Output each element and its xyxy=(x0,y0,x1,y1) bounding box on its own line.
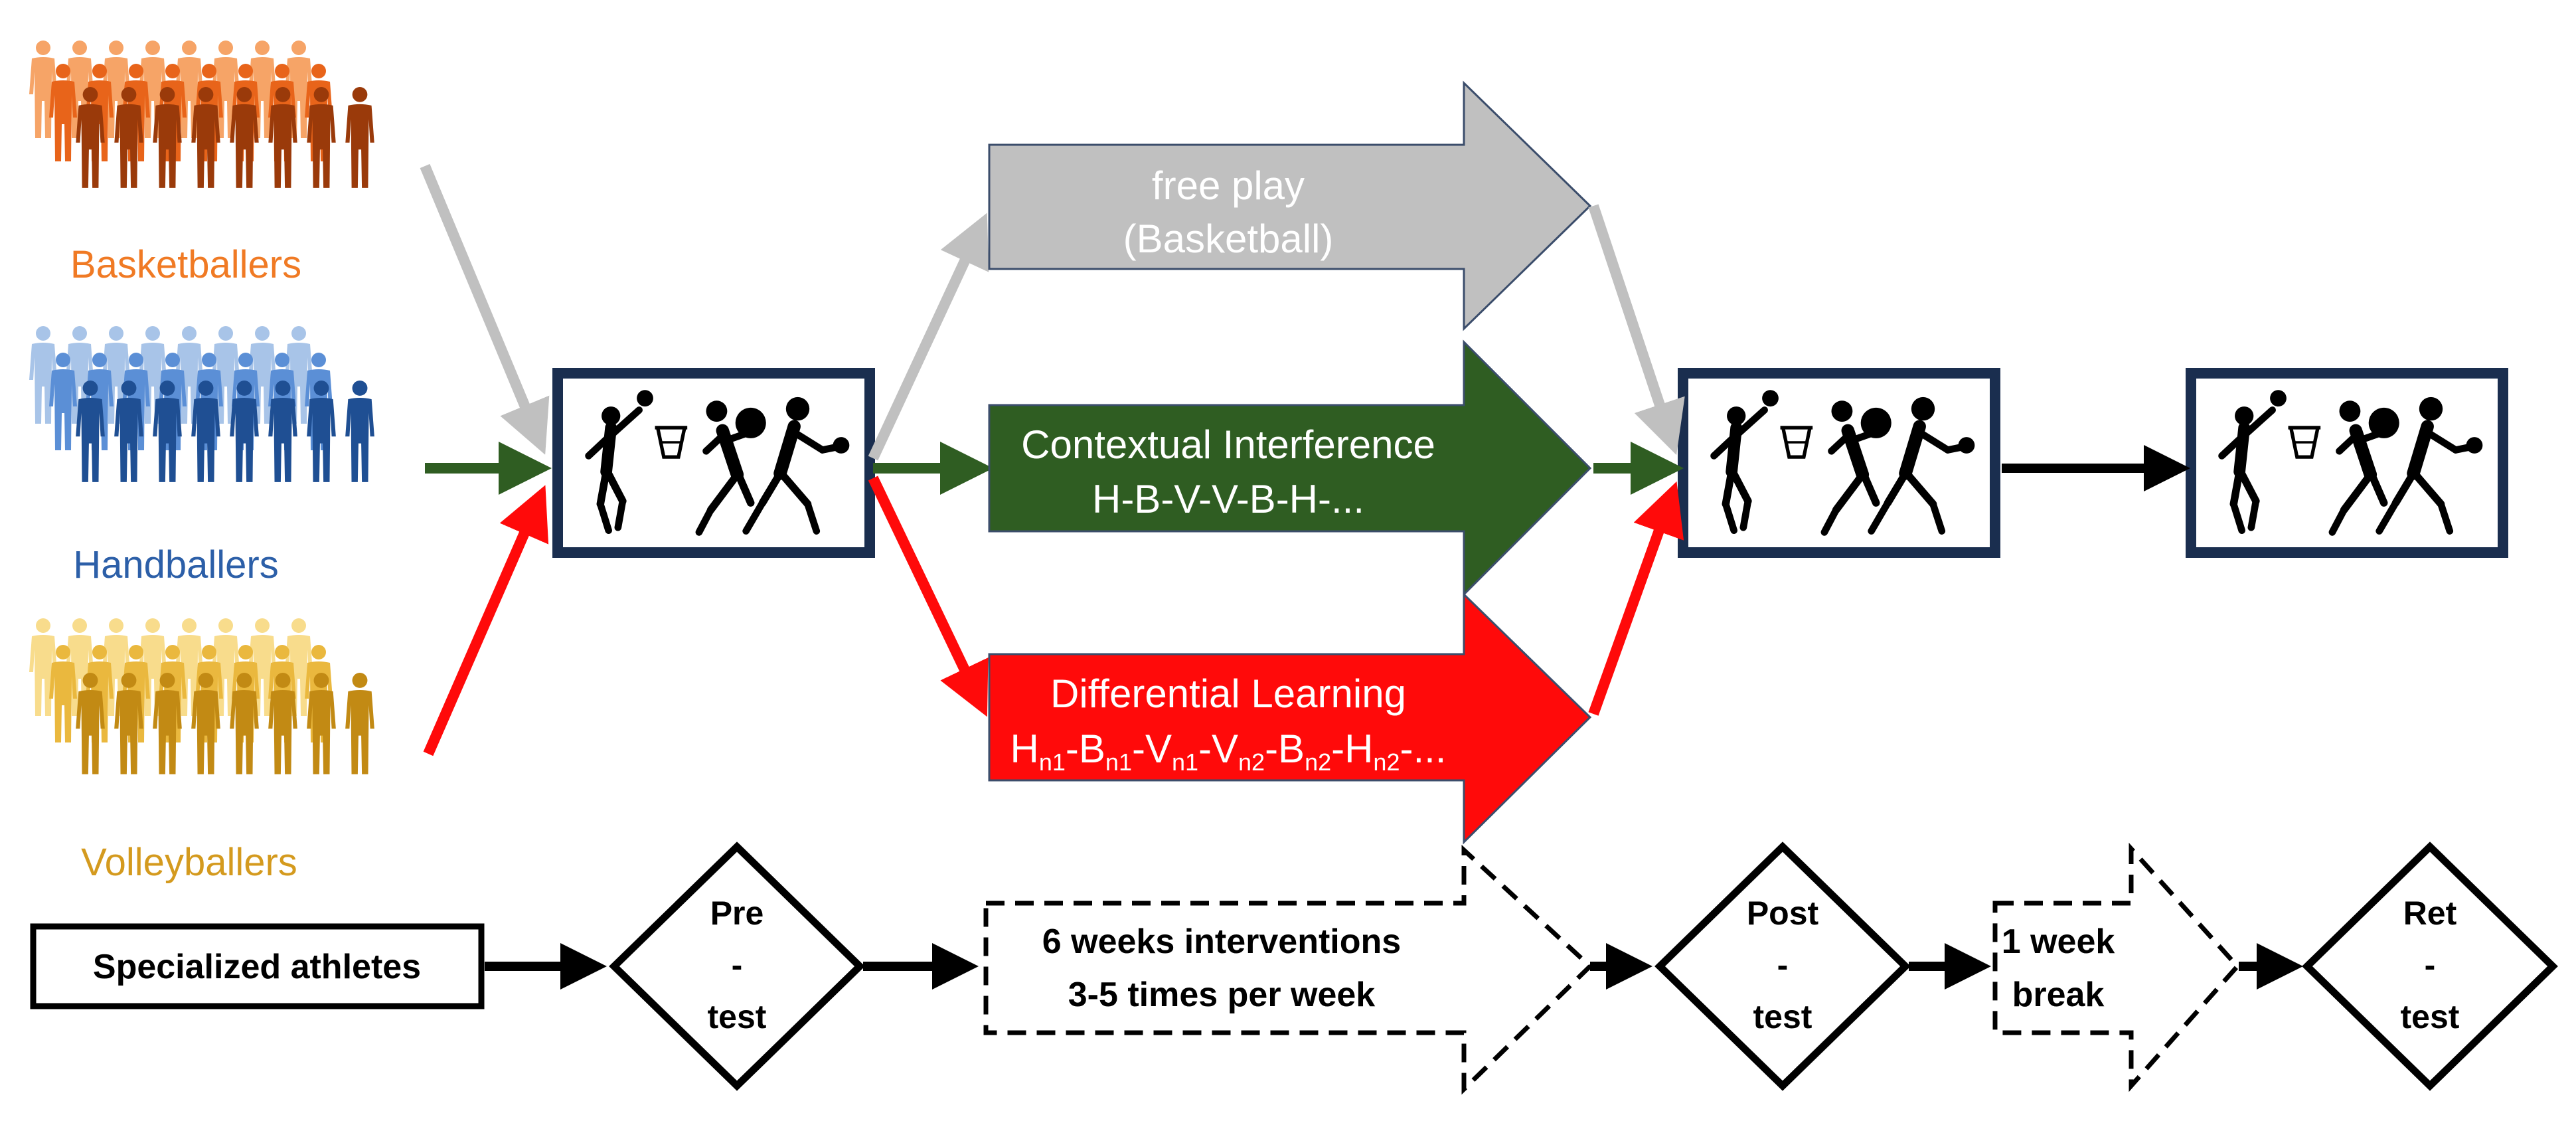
posttest-label-line3: test xyxy=(1753,998,1812,1035)
intervention-contextual-interference: Contextual Interference H-B-V-V-B-H-... xyxy=(988,339,1592,597)
retention-box xyxy=(2186,368,2508,558)
group-people-icon xyxy=(29,41,374,188)
retention-label-line3: test xyxy=(2401,998,2460,1035)
arrow-differential-to-posttest xyxy=(1588,481,1684,716)
arrow-volleyballers-to-pretest xyxy=(423,485,549,756)
intervention-duration-label: 6 weeks interventions xyxy=(1042,922,1401,961)
sequence-subscript: n2 xyxy=(1305,748,1331,776)
posttest-box xyxy=(1678,368,2000,558)
free-play-label: free play xyxy=(1152,163,1305,208)
sequence-symbol: -V xyxy=(1198,727,1238,771)
group-people-icon xyxy=(29,618,374,774)
pretest-box xyxy=(552,368,875,558)
pretest-diamond: Pre - test xyxy=(609,841,865,1091)
retention-diamond: Ret - test xyxy=(2302,841,2558,1091)
sequence-symbol: -... xyxy=(1400,727,1446,771)
sequence-symbol: H xyxy=(1010,727,1039,771)
retention-label-line2: - xyxy=(2425,946,2436,984)
posttest-diamond: Post - test xyxy=(1654,841,1911,1091)
intervention-differential-learning: Differential Learning Hn1-Bn1-Vn1-Vn2-Bn… xyxy=(988,592,1592,845)
intervention-free-play: free play (Basketball) xyxy=(988,80,1592,331)
group-label-handballers: Handballers xyxy=(73,543,279,586)
arrow-basketballers-to-pretest xyxy=(420,163,550,455)
sequence-symbol: -V xyxy=(1132,727,1172,771)
group-people-icon xyxy=(29,326,374,482)
group-volleyballers: Volleyballers xyxy=(29,618,374,884)
sequence-symbol: -H xyxy=(1331,727,1373,771)
arrow-pretest-to-freeplay xyxy=(868,213,989,461)
intervention-frequency-label: 3-5 times per week xyxy=(1068,976,1376,1014)
timeline-start-box: Specialized athletes xyxy=(30,923,485,1009)
break-label: break xyxy=(2012,976,2105,1014)
sequence-symbol: -B xyxy=(1265,727,1305,771)
group-label-basketballers: Basketballers xyxy=(70,243,301,286)
group-label-volleyballers: Volleyballers xyxy=(81,841,297,884)
contextual-sequence-label: H-B-V-V-B-H-... xyxy=(1092,477,1364,521)
sequence-subscript: n1 xyxy=(1172,748,1198,776)
sequence-subscript: n2 xyxy=(1238,748,1265,776)
pretest-label-line1: Pre xyxy=(710,895,764,932)
timeline-break-arrow: 1 week break xyxy=(1992,842,2241,1092)
timeline-intervention-arrow: 6 weeks interventions 3-5 times per week xyxy=(983,845,1594,1095)
break-duration-label: 1 week xyxy=(2002,922,2115,961)
sequence-subscript: n2 xyxy=(1373,748,1400,776)
group-handballers: Handballers xyxy=(29,326,374,586)
retention-label-line1: Ret xyxy=(2403,895,2457,932)
specialized-athletes-label: Specialized athletes xyxy=(93,948,421,986)
differential-learning-label: Differential Learning xyxy=(1050,671,1406,716)
arrow-pretest-to-differential xyxy=(868,476,989,717)
contextual-interference-label: Contextual Interference xyxy=(1021,422,1435,467)
posttest-label-line1: Post xyxy=(1747,895,1819,932)
differential-sequence-label: Hn1-Bn1-Vn1-Vn2-Bn2-Hn2-... xyxy=(1010,727,1447,776)
group-basketballers: Basketballers xyxy=(29,41,374,286)
pretest-label-line2: - xyxy=(732,946,743,984)
free-play-sport-label: (Basketball) xyxy=(1123,217,1334,261)
sequence-symbol: -B xyxy=(1066,727,1105,771)
posttest-label-line2: - xyxy=(1777,946,1789,984)
sequence-subscript: n1 xyxy=(1039,748,1066,776)
sequence-subscript: n1 xyxy=(1105,748,1132,776)
pretest-label-line3: test xyxy=(708,998,767,1035)
arrow-freeplay-to-posttest xyxy=(1588,204,1685,456)
